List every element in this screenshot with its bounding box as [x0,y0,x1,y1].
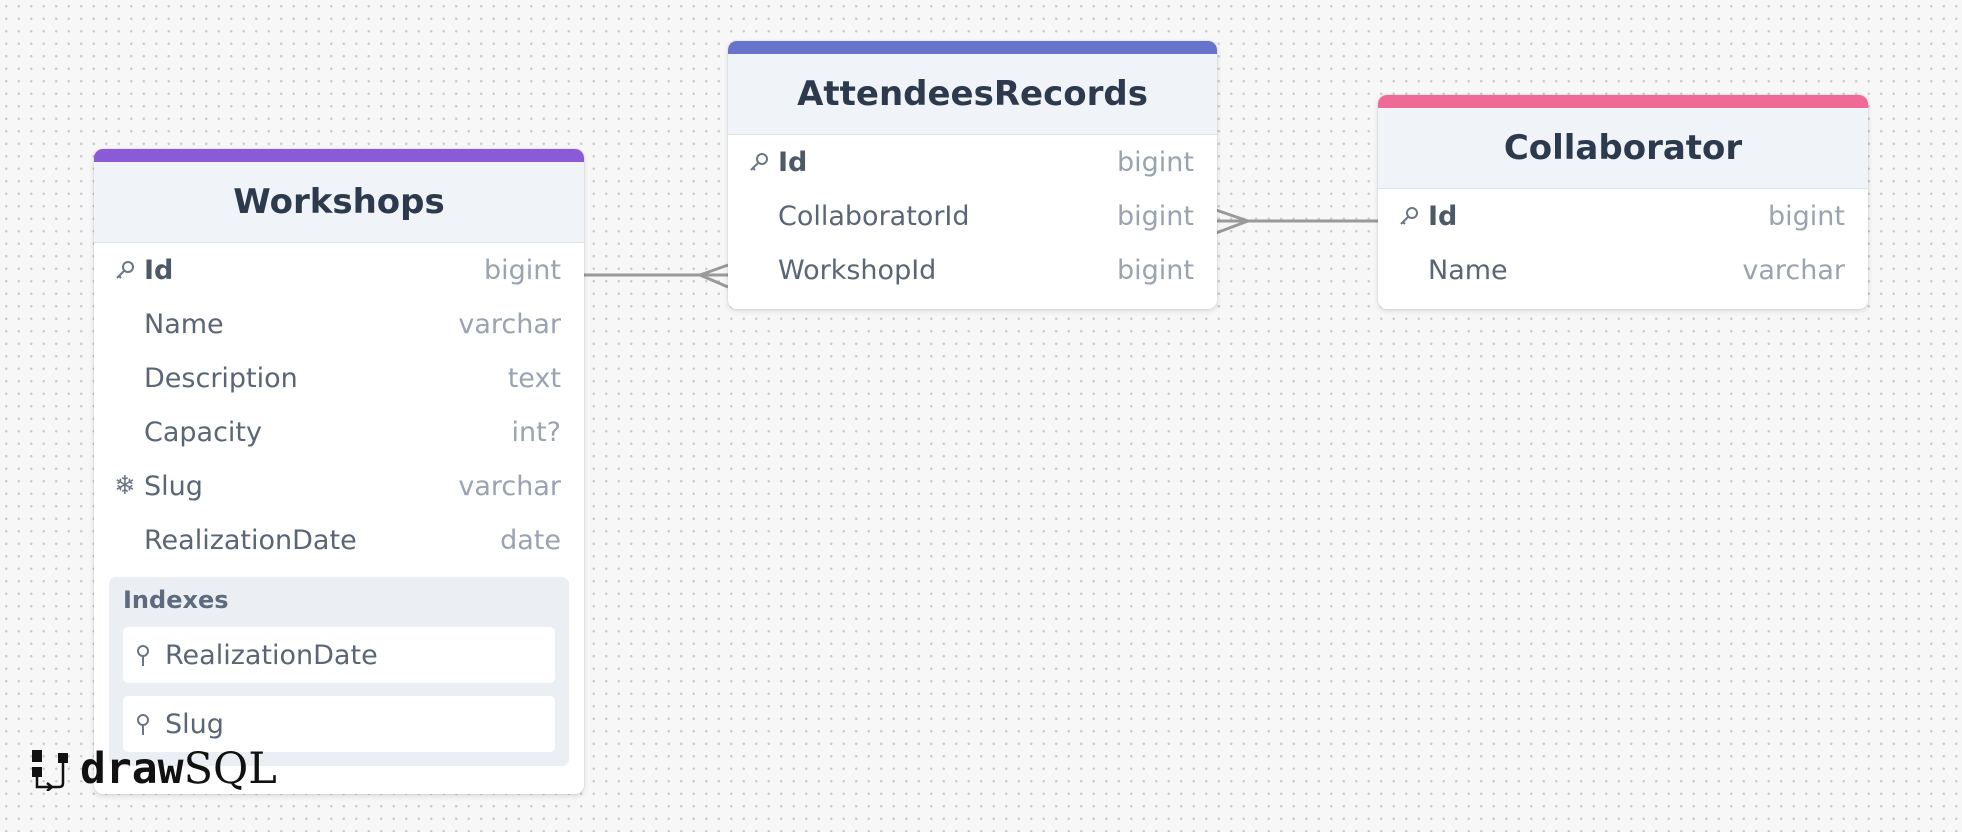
field-row-name[interactable]: Name varchar [1378,243,1868,297]
table-title[interactable]: Workshops [94,162,584,243]
table-collaborator[interactable]: Collaborator Id bigint Name varchar [1378,95,1868,309]
logo-text-sql: SQL [183,744,277,794]
field-type: bigint [484,254,561,286]
crowfoot-lower-workshops [699,273,729,289]
field-row-description[interactable]: Description text [94,351,584,405]
field-name: Name [1428,254,1508,286]
index-item[interactable]: RealizationDate [123,627,555,683]
key-icon [747,150,771,174]
field-type: varchar [1742,254,1845,286]
field-name: Capacity [144,416,262,448]
field-type: bigint [1117,200,1194,232]
field-row-id[interactable]: Id bigint [94,243,584,297]
table-title[interactable]: Collaborator [1378,108,1868,189]
crowfoot-upper-collaborator [1215,208,1249,223]
logo-text-draw: draw [80,744,184,794]
field-type: text [507,362,561,394]
key-icon [113,258,137,282]
field-name: Name [144,308,224,340]
index-name: Slug [165,708,224,740]
field-type: varchar [458,308,561,340]
unique-icon: ❄ [114,471,136,501]
field-row-workshopid[interactable]: WorkshopId bigint [728,243,1217,297]
field-row-slug[interactable]: ❄ Slug varchar [94,459,584,513]
field-name: WorkshopId [778,254,937,286]
field-name: Id [144,254,174,286]
index-item[interactable]: Slug [123,696,555,752]
field-name: RealizationDate [144,524,357,556]
field-name: CollaboratorId [778,200,970,232]
field-name: Id [1428,200,1458,232]
table-workshops[interactable]: Workshops Id bigint Name varchar Descrip… [94,149,584,794]
crowfoot-lower-collaborator [1215,219,1249,235]
crowfoot-upper-workshops [699,263,729,277]
index-name: RealizationDate [165,639,378,671]
drawsql-logo: draw SQL [30,744,277,794]
drawsql-logo-icon [32,750,68,791]
table-color-bar [94,149,584,162]
indexes-heading: Indexes [123,586,229,614]
table-attendeesrecords[interactable]: AttendeesRecords Id bigint CollaboratorI… [728,41,1217,309]
indexes-section: Indexes RealizationDate Slug [109,577,569,766]
field-name: Description [144,362,298,394]
field-row-realizationdate[interactable]: RealizationDate date [94,513,584,567]
index-pin-icon [137,714,149,735]
field-row-id[interactable]: Id bigint [728,135,1217,189]
table-color-bar [728,41,1217,54]
field-type: int? [511,416,561,448]
field-type: bigint [1117,254,1194,286]
field-type: bigint [1117,146,1194,178]
field-type: varchar [458,470,561,502]
field-type: bigint [1768,200,1845,232]
table-title[interactable]: AttendeesRecords [728,54,1217,135]
field-type: date [500,524,561,556]
field-row-name[interactable]: Name varchar [94,297,584,351]
key-icon [1397,204,1421,228]
table-color-bar [1378,95,1868,108]
field-name: Id [778,146,808,178]
index-pin-icon [137,645,149,666]
field-row-capacity[interactable]: Capacity int? [94,405,584,459]
field-row-id[interactable]: Id bigint [1378,189,1868,243]
field-row-collaboratorid[interactable]: CollaboratorId bigint [728,189,1217,243]
field-name: Slug [144,470,203,502]
